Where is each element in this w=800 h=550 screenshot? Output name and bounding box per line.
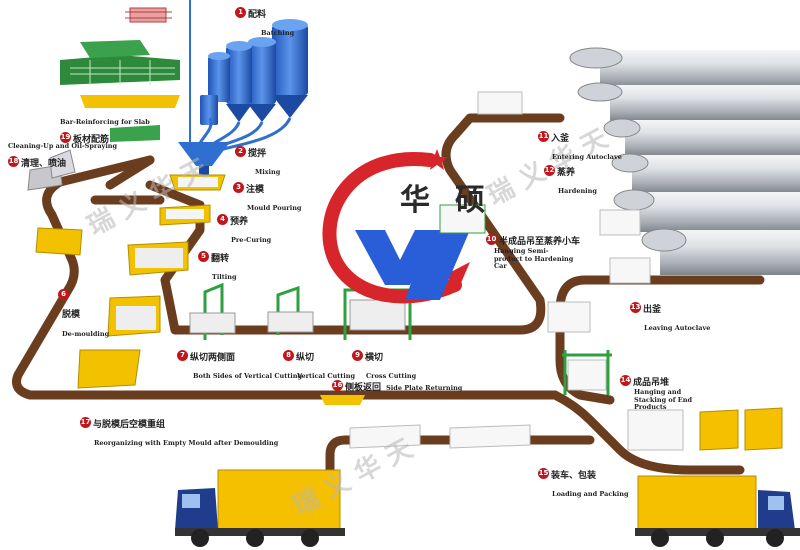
step-title-en: De-moulding: [62, 329, 110, 338]
step-title-zh: 蒸养: [557, 168, 576, 178]
step-number: 1: [235, 7, 246, 18]
step-title-en: Mould Pouring: [247, 204, 302, 213]
mould-units: [35, 174, 365, 405]
step-number: 9: [352, 350, 363, 361]
cutting-machines: [189, 282, 412, 340]
step-number: 16: [332, 380, 343, 391]
step-number: 3: [233, 182, 244, 193]
step-title-zh: 装车、包装: [551, 471, 597, 481]
step-number: 12: [544, 165, 555, 176]
step-title-en: Cleaning-Up and Oil-Spraying: [8, 142, 118, 150]
step-title-zh: 纵切两侧面: [190, 353, 236, 363]
step-number: 4: [217, 214, 228, 225]
step-title-zh: 脱模: [62, 310, 81, 321]
step-number: 2: [235, 146, 246, 157]
step-title-zh: 横切: [365, 353, 384, 363]
left-top-track: [90, 155, 165, 205]
step-title-en: Vertical Cutting: [297, 372, 356, 381]
step-title-zh: 板材配筋: [73, 135, 110, 146]
company-logo: [322, 149, 486, 304]
batching-silos: [178, 0, 308, 176]
step-title-en: Mixing: [255, 168, 281, 177]
step-title-en: Reorganizing with Empty Mould after Demo…: [94, 439, 279, 448]
step-title-en: Leaving Autoclave: [644, 324, 711, 333]
step-title-zh: 翻转: [211, 254, 230, 264]
lower-road-track: [325, 435, 595, 475]
step-title-zh: 与脱模后空模重组: [93, 420, 166, 430]
step-title-zh: 侧板返回: [345, 383, 382, 393]
truck-left: [175, 469, 345, 547]
logo-character: 硕: [455, 183, 485, 218]
step-title-en: Batching: [261, 29, 295, 38]
step-title-en: Tilting: [212, 273, 237, 282]
return-loop-track: [12, 155, 560, 400]
step-title-en: Hanging Semi-product to Hardening Car: [494, 247, 574, 271]
step-number: 14: [620, 375, 631, 386]
step-number: 8: [283, 350, 294, 361]
step-number: 15: [538, 468, 549, 479]
stacking-area: [349, 301, 783, 451]
step-title-zh: 入釜: [551, 134, 570, 144]
step-title-en: Side Plate Returning: [386, 384, 463, 392]
step-number: 18: [8, 156, 19, 168]
step-number: 7: [177, 350, 188, 361]
step-title-zh: 配料: [248, 10, 267, 20]
step-label-de-moulding: 6 脱模 De-moulding: [58, 285, 109, 340]
logo-character: 华: [400, 183, 430, 218]
truck-right: [635, 475, 800, 547]
step-number: 10: [486, 234, 497, 245]
step-title-zh: 搅拌: [248, 149, 267, 159]
step-number: 17: [80, 417, 91, 428]
step-title-zh: 半成品吊至蒸养小车: [499, 237, 581, 247]
step-number: 13: [630, 302, 641, 313]
autoclaves: [477, 47, 800, 284]
step-title-zh: 成品吊堆: [633, 378, 670, 388]
step-title-en: Cross Cutting: [366, 372, 417, 381]
step-number: 11: [538, 131, 549, 142]
step-title-zh: 纵切: [296, 353, 315, 363]
reinforcing-station: [27, 7, 180, 191]
step-title-en: Entering Autoclave: [552, 153, 622, 162]
step-title-en: Bar-Reinforcing for Slab: [60, 118, 150, 126]
loading-track: [550, 390, 745, 475]
step-title-en: Hanging and Stacking of End Products: [634, 388, 692, 412]
step-title-en: Loading and Packing: [552, 490, 629, 499]
step-title-zh: 清理、喷油: [21, 159, 67, 170]
step-number: 5: [198, 251, 209, 262]
step-title-zh: 注模: [246, 185, 265, 195]
step-title-en: Both Sides of Vertical Cutting: [193, 372, 303, 381]
step-number: 6: [58, 289, 69, 300]
step-title-en: Pre-Curing: [231, 236, 272, 245]
step-title-zh: 出釜: [643, 305, 662, 315]
step-number: 19: [60, 132, 71, 144]
step-title-en: Hardening: [558, 187, 597, 196]
step-title-zh: 预养: [230, 217, 249, 227]
